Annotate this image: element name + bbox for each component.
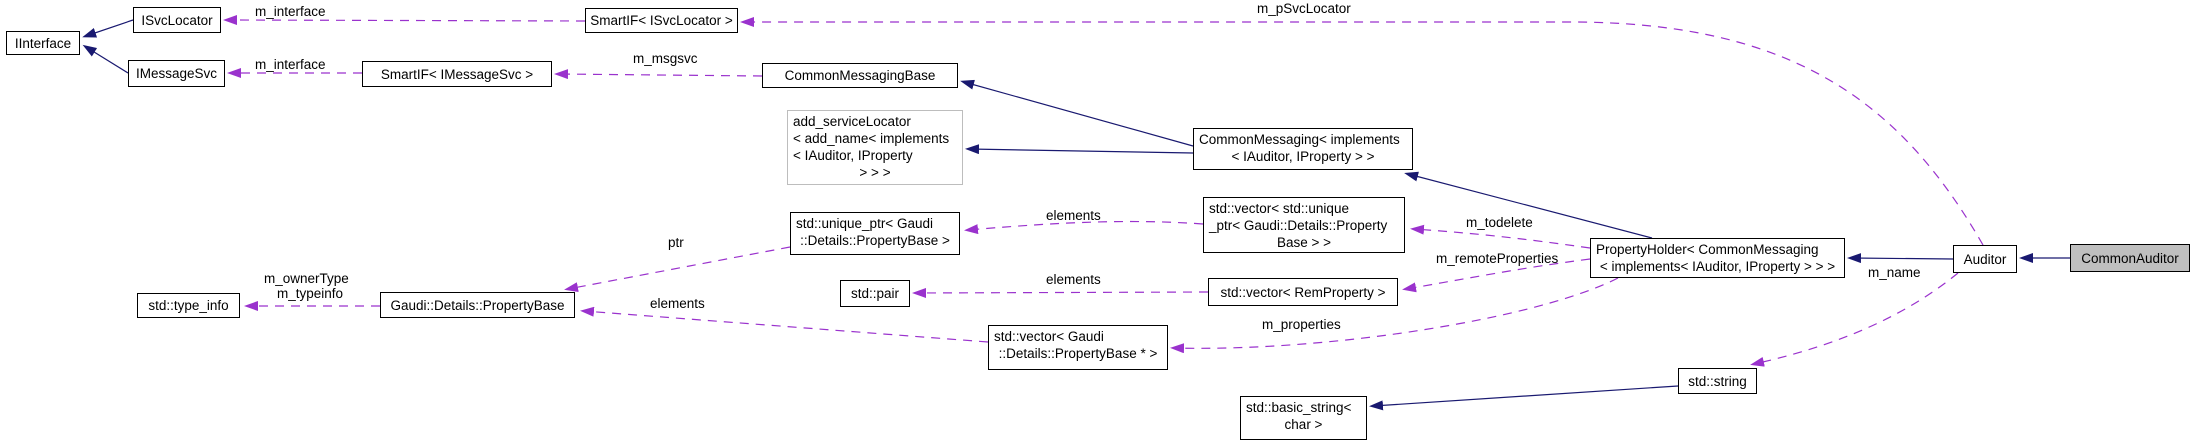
- node-commonmessagingbase[interactable]: CommonMessagingBase: [762, 63, 958, 88]
- edge-m-interface-isvclocator: [223, 15, 586, 26]
- edge-label-m-ownertype: m_ownerType: [264, 271, 349, 286]
- edge-m-todelete: [1410, 224, 1591, 249]
- node-type-info[interactable]: std::type_info: [137, 293, 240, 318]
- edge-label-elements-uniqueptr: elements: [1046, 208, 1101, 223]
- node-iinterface[interactable]: IInterface: [6, 31, 80, 55]
- edge-ptr: [564, 246, 791, 293]
- edge-m-name: [1750, 272, 1959, 367]
- node-unique-ptr[interactable]: std::unique_ptr< Gaudi::Details::Propert…: [790, 212, 960, 255]
- node-isvclocator[interactable]: ISvcLocator: [133, 7, 221, 33]
- edge-commonmessaging-addservicelocator: [965, 144, 1194, 155]
- edge-stdstring-basicstring: [1369, 385, 1679, 411]
- edge-propertyholder-commonmessaging: [1404, 171, 1653, 239]
- edge-label-m-todelete: m_todelete: [1466, 215, 1533, 230]
- node-add-servicelocator: add_serviceLocator< add_name< implements…: [787, 110, 963, 185]
- node-vector-propertybase-ptr[interactable]: std::vector< Gaudi::Details::PropertyBas…: [988, 325, 1168, 370]
- edge-elements-pair: [912, 287, 1209, 298]
- edge-label-m-properties: m_properties: [1262, 317, 1341, 332]
- node-vector-unique-ptr[interactable]: std::vector< std::unique_ptr< Gaudi::Det…: [1203, 197, 1405, 253]
- edge-m-psvclocator: [740, 17, 1984, 246]
- edge-label-m-interface-top: m_interface: [255, 4, 326, 19]
- node-commonauditor: CommonAuditor: [2070, 244, 2190, 272]
- edge-label-m-psvclocator: m_pSvcLocator: [1257, 1, 1351, 16]
- edge-isvclocator-iinterface: [82, 19, 134, 38]
- node-commonmessaging[interactable]: CommonMessaging< implements< IAuditor, I…: [1193, 128, 1413, 170]
- node-smartif-imessagesvc[interactable]: SmartIF< IMessageSvc >: [362, 61, 552, 87]
- node-vector-remproperty[interactable]: std::vector< RemProperty >: [1208, 278, 1398, 306]
- node-propertybase[interactable]: Gaudi::Details::PropertyBase: [380, 292, 575, 318]
- node-auditor[interactable]: Auditor: [1953, 245, 2017, 273]
- edge-m-msgsvc: [554, 69, 763, 80]
- edge-imessagesvc-iinterface: [82, 44, 129, 74]
- edge-label-m-name: m_name: [1868, 265, 1921, 280]
- node-std-pair[interactable]: std::pair: [840, 280, 910, 307]
- node-basic-string[interactable]: std::basic_string<char >: [1240, 396, 1367, 440]
- edge-label-m-interface-bottom: m_interface: [255, 57, 326, 72]
- edge-auditor-propertyholder: [1847, 253, 1954, 264]
- edge-m-remoteproperties: [1402, 258, 1591, 293]
- edge-label-elements-propertybase: elements: [650, 296, 705, 311]
- node-imessagesvc[interactable]: IMessageSvc: [128, 60, 225, 87]
- edge-m-properties: [1170, 277, 1619, 354]
- edge-label-elements-pair: elements: [1046, 272, 1101, 287]
- edge-label-m-msgsvc: m_msgsvc: [633, 51, 698, 66]
- edge-commonmessaging-commonmessagingbase: [960, 79, 1194, 147]
- edge-elements-propertybase: [580, 306, 989, 343]
- node-propertyholder[interactable]: PropertyHolder< CommonMessaging< impleme…: [1590, 238, 1845, 278]
- node-std-string[interactable]: std::string: [1678, 368, 1757, 394]
- edge-label-m-typeinfo: m_typeinfo: [277, 286, 344, 301]
- edge-label-ptr: ptr: [668, 235, 684, 250]
- edge-label-m-remoteproperties: m_remoteProperties: [1436, 251, 1559, 266]
- node-smartif-isvclocator[interactable]: SmartIF< ISvcLocator >: [585, 8, 738, 33]
